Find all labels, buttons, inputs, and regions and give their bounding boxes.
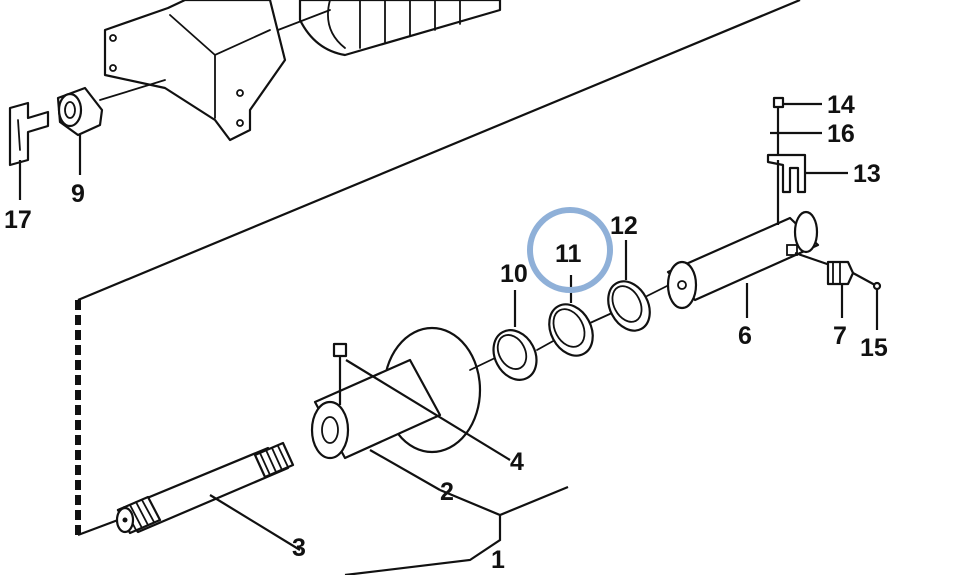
callout-2: 2 [440, 478, 454, 506]
hub-flange [310, 326, 482, 460]
callout-17: 17 [4, 206, 32, 234]
threaded-shaft [115, 441, 295, 535]
callout-15: 15 [860, 334, 888, 362]
callout-12: 12 [610, 212, 638, 240]
highlight-circle [527, 207, 613, 293]
pin-part [666, 210, 820, 310]
screw-part [332, 342, 348, 405]
callout-1: 1 [491, 546, 505, 574]
screw-14 [772, 96, 785, 155]
callout-9: 9 [71, 180, 85, 208]
callout-10: 10 [500, 260, 528, 288]
callout-16: 16 [827, 120, 855, 148]
leader-3 [209, 494, 301, 551]
seal-ring-12 [607, 280, 651, 332]
nut-part [56, 86, 104, 137]
callout-4: 4 [510, 448, 524, 476]
clamp-part [766, 153, 807, 225]
axis-line-a [469, 357, 496, 371]
leader-4 [345, 359, 511, 461]
o-ring-11 [548, 303, 594, 357]
callout-14: 14 [827, 91, 855, 119]
detail-boundary [75, 0, 801, 537]
seal-ring-10 [492, 329, 538, 381]
leader-1 [344, 485, 569, 575]
lock-plate-part [8, 101, 50, 167]
axis-line-c [589, 312, 613, 324]
axis-line-b [536, 339, 556, 351]
shaft-axis-upper [99, 79, 166, 101]
idler-wheel [298, 0, 502, 57]
callout-6: 6 [738, 322, 752, 350]
grease-nipple-part [794, 251, 882, 291]
leader-2 [369, 449, 441, 491]
callout-3: 3 [292, 534, 306, 562]
callout-7: 7 [833, 322, 847, 350]
shaft-axis-upper-2 [277, 9, 331, 31]
callout-13: 13 [853, 160, 881, 188]
callout-11: 11 [555, 240, 582, 268]
yoke-bracket [103, 0, 287, 142]
